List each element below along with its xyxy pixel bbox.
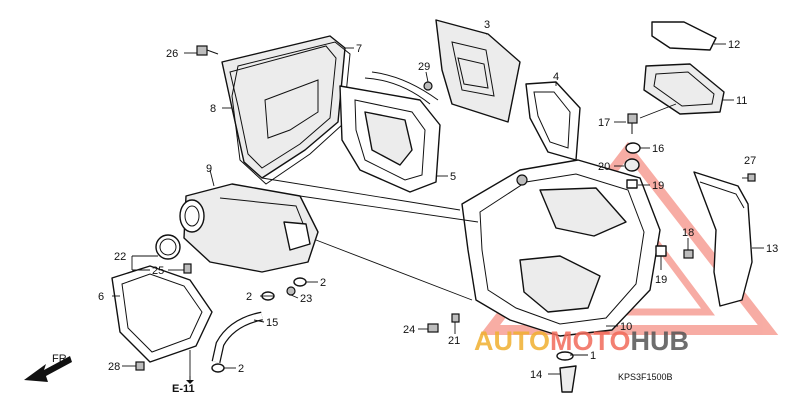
sub-frame-part-4 <box>525 81 581 161</box>
callout-28: 28 <box>108 361 120 373</box>
callout-12: 12 <box>728 39 740 51</box>
callout-22: 22 <box>114 251 126 263</box>
clip-part-23 <box>286 286 296 296</box>
clip-part-19a <box>626 179 638 189</box>
callout-24: 24 <box>403 324 415 336</box>
callout-9: 9 <box>206 163 212 175</box>
side-cover-part-13 <box>693 171 753 307</box>
callout-15: 15 <box>266 317 278 329</box>
callout-16: 16 <box>652 143 664 155</box>
housing-cover-part-8 <box>221 35 346 179</box>
clip-part-19b <box>655 245 667 257</box>
clamp-part-1 <box>556 351 574 361</box>
bolt-part-21 <box>451 313 460 323</box>
bolt-part-24 <box>427 323 439 333</box>
watermark-hub: HUB <box>631 326 690 356</box>
diagram-code: KPS3F1500B <box>618 372 673 382</box>
screw-part-27 <box>747 173 756 182</box>
callout-7: 7 <box>356 43 362 55</box>
main-housing-part-10 <box>461 159 661 337</box>
duct-part-11 <box>643 63 725 115</box>
bolt-part-18 <box>683 249 694 259</box>
bolt-part-26 <box>196 45 219 56</box>
callout-27: 27 <box>744 155 756 167</box>
assembly-reference-lines <box>189 103 677 376</box>
callout-29: 29 <box>418 61 430 73</box>
front-direction-arrow: FR. <box>24 353 72 382</box>
callout-2c: 2 <box>238 363 244 375</box>
callout-19a: 19 <box>652 180 664 192</box>
front-arrow-icon <box>24 356 72 382</box>
filter-element-part-3 <box>435 19 521 123</box>
callout-4: 4 <box>553 71 559 83</box>
callout-leaders <box>112 33 764 375</box>
gasket-part-6 <box>111 265 213 363</box>
duct-cover-part-12 <box>651 21 717 51</box>
callout-13: 13 <box>766 243 778 255</box>
callout-26: 26 <box>166 48 178 60</box>
callout-3: 3 <box>484 19 490 31</box>
callout-21: 21 <box>448 335 460 347</box>
callout-2b: 2 <box>246 291 252 303</box>
callout-18: 18 <box>682 227 694 239</box>
callout-5: 5 <box>450 171 456 183</box>
watermark-text: AUTOMOTOHUB <box>474 326 689 356</box>
callout-20: 20 <box>598 161 610 173</box>
callout-23: 23 <box>300 293 312 305</box>
section-reference: E-11 <box>172 376 195 395</box>
callout-25: 25 <box>152 265 164 277</box>
callout-17: 17 <box>598 117 610 129</box>
band-part-22 <box>155 234 181 260</box>
callout-19b: 19 <box>655 274 667 286</box>
seal-part-7 <box>231 41 351 185</box>
callout-14: 14 <box>530 369 542 381</box>
callout-2a: 2 <box>320 277 326 289</box>
callout-labels: 1 2 2 2 3 4 5 6 7 8 9 10 11 12 13 14 15 … <box>98 19 778 381</box>
bolt-part-25 <box>183 263 192 274</box>
callout-11: 11 <box>736 95 747 107</box>
front-arrow-label: FR. <box>52 353 70 365</box>
callout-10: 10 <box>620 321 632 333</box>
callout-6: 6 <box>98 291 104 303</box>
screw-part-29 <box>423 81 433 91</box>
nut-part-28 <box>135 361 145 371</box>
plug-part-14 <box>559 365 577 393</box>
collar-part-20 <box>624 158 640 172</box>
watermark-moto: MOTO <box>550 326 631 356</box>
air-cleaner-case-part-9 <box>179 183 319 273</box>
svg-text:AUTOMOTOHUB: AUTOMOTOHUB <box>474 326 689 356</box>
callout-1: 1 <box>590 350 596 362</box>
grommet-part-16 <box>625 142 641 154</box>
section-ref-label: E-11 <box>172 383 195 395</box>
drain-tube-part-15 <box>211 311 264 363</box>
watermark-auto: AUTO <box>474 326 550 356</box>
element-frame-part-5 <box>339 71 441 193</box>
bolt-part-17 <box>627 113 638 134</box>
callout-8: 8 <box>210 103 216 115</box>
